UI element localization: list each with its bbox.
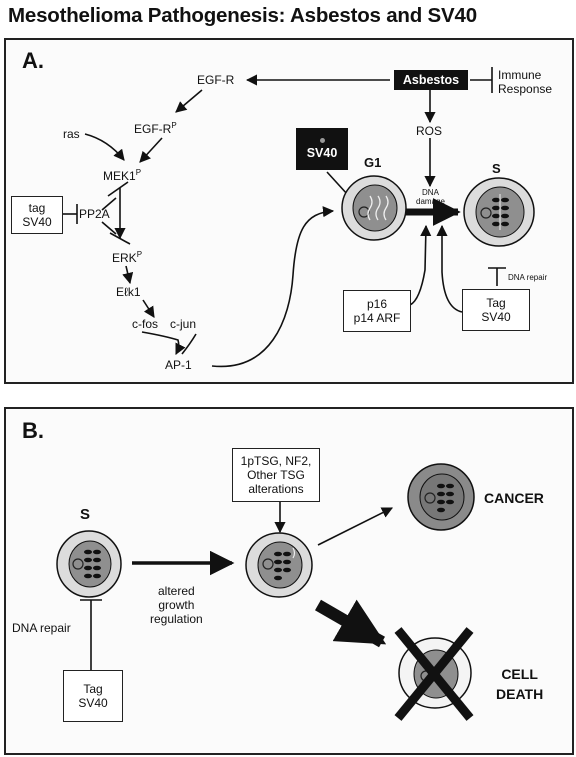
label-ap1: AP-1 — [165, 358, 192, 372]
label-ras: ras — [63, 127, 80, 141]
arrow-cell-death — [314, 599, 387, 648]
arrow-erk-elk — [122, 265, 134, 285]
cell-cancer — [407, 463, 475, 531]
arrow-cell-cancer — [317, 507, 394, 546]
death-x-2 — [394, 627, 474, 721]
panel-a-label: A. — [22, 48, 44, 73]
arrow-egfrp-mek — [139, 137, 163, 163]
label-dna-repair-a: DNA repair — [508, 273, 548, 282]
cell-middle-b — [245, 532, 313, 598]
cell-s-b — [56, 530, 122, 598]
arrow-ras-mek — [84, 133, 125, 161]
label-erk: ERKP — [112, 250, 143, 265]
label-cfos: c-fos — [132, 317, 159, 331]
panel-b-label: B. — [22, 418, 44, 443]
page-title: Mesothelioma Pathogenesis: Asbestos and … — [8, 4, 477, 27]
label-g1: G1 — [364, 155, 382, 170]
label-s-b: S — [80, 506, 91, 523]
label-mek1: MEK1P — [103, 168, 142, 183]
cell-s-a — [463, 177, 535, 247]
arrow-egfr-egfrp — [175, 89, 203, 113]
sv40-dot-icon — [319, 138, 325, 143]
label-cjun: c-jun — [170, 317, 197, 331]
arrow-elk-fos — [142, 299, 155, 318]
inhibit-pp2a-erk — [109, 232, 131, 245]
asbestos-box: Asbestos — [394, 70, 468, 90]
label-cancer: CANCER — [484, 490, 544, 506]
label-s-a: S — [492, 161, 501, 176]
label-ros: ROS — [416, 124, 443, 138]
label-egfr: EGF-R — [197, 73, 235, 87]
label-elk1: Eℓk1 — [116, 285, 141, 299]
label-dna-repair-b: DNA repair — [12, 621, 71, 635]
label-egfr-p: EGF-RP — [134, 121, 177, 136]
label-pp2a: PP2A — [79, 207, 110, 221]
arrow-ap1-g1 — [211, 206, 335, 368]
inhibit-pp2a-mek — [107, 181, 129, 197]
cell-death — [394, 627, 474, 721]
arrow-tag-s — [436, 224, 463, 313]
arrow-fos-ap1 — [141, 331, 186, 356]
cell-g1 — [341, 175, 407, 241]
sv40-black-box: SV40 — [296, 128, 348, 170]
arrow-p16 — [409, 224, 432, 306]
